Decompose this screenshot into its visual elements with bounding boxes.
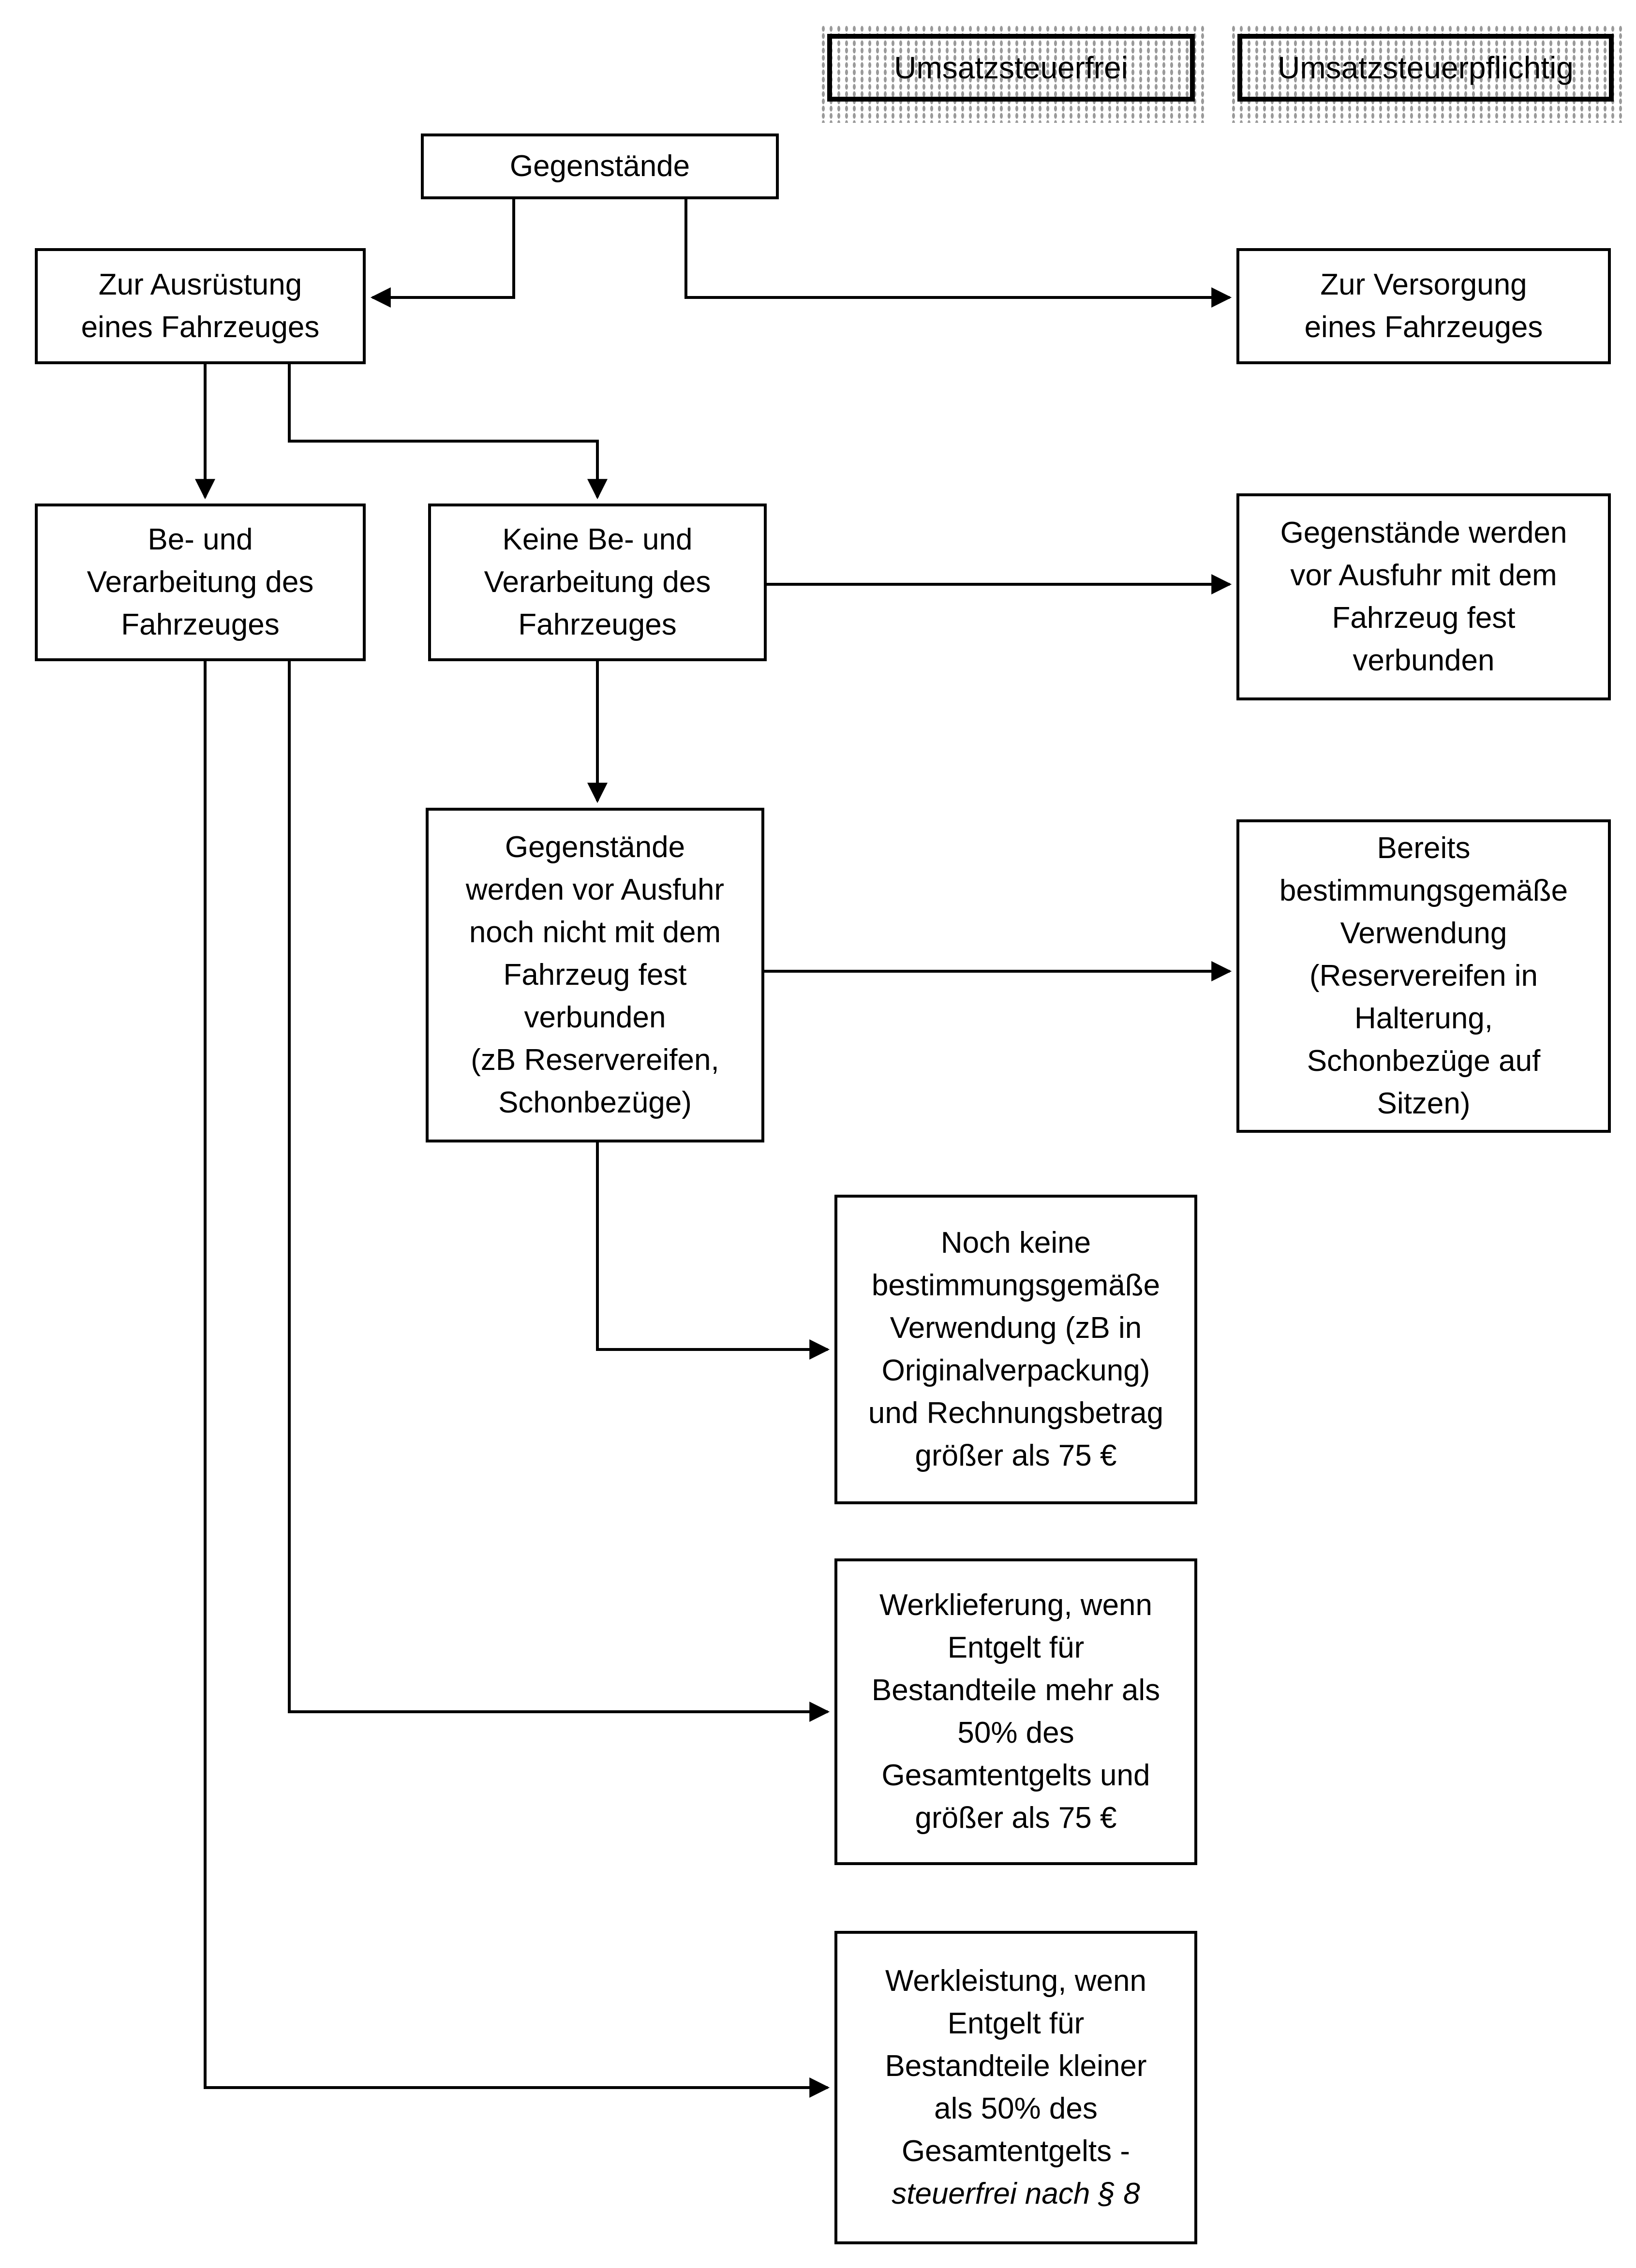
legend-umsatzsteuerpflichtig-label: Umsatzsteuerpflichtig	[1278, 50, 1574, 85]
node-be-und-verarbeitung-label: Be- und Verarbeitung des Fahrzeuges	[87, 523, 314, 641]
node-werklieferung-label: Werklieferung, wenn Entgelt für Bestandt…	[871, 1588, 1160, 1835]
node-noch-keine-verwendung: Noch keine bestimmungsgemäße Verwendung …	[834, 1195, 1197, 1504]
node-bereits-verwendung-label: Bereits bestimmungsgemäße Verwendung (Re…	[1279, 831, 1568, 1120]
node-keine-be-und-verarbeitung: Keine Be- und Verarbeitung des Fahrzeuge…	[428, 504, 767, 661]
connector-gegenstaende-zur-versorgung	[684, 199, 1232, 308]
node-keine-be-und-verarbeitung-label: Keine Be- und Verarbeitung des Fahrzeuge…	[484, 523, 711, 641]
node-gegenstaende: Gegenstände	[421, 133, 779, 199]
legend-frei-stipple-pattern	[819, 25, 1206, 123]
connector-noch-nicht-noch-keine-verwendung	[596, 1142, 830, 1360]
node-zur-ausruestung-label: Zur Ausrüstung eines Fahrzeuges	[81, 268, 320, 344]
node-noch-nicht-verbunden: Gegenstände werden vor Ausfuhr noch nich…	[426, 808, 764, 1142]
node-fest-verbunden: Gegenstände werden vor Ausfuhr mit dem F…	[1236, 493, 1611, 700]
legend-umsatzsteuerfrei: Umsatzsteuerfrei	[827, 34, 1195, 102]
legend-umsatzsteuerfrei-label: Umsatzsteuerfrei	[894, 50, 1128, 85]
node-zur-ausruestung: Zur Ausrüstung eines Fahrzeuges	[35, 248, 366, 364]
legend-umsatzsteuerpflichtig: Umsatzsteuerpflichtig	[1237, 34, 1614, 102]
node-be-und-verarbeitung: Be- und Verarbeitung des Fahrzeuges	[35, 504, 366, 661]
legend-pflichtig-stipple-pattern	[1230, 25, 1625, 123]
connector-zur-ausruestung-keine-be-und-verarbeitung	[288, 364, 608, 500]
node-noch-nicht-verbunden-label: Gegenstände werden vor Ausfuhr noch nich…	[465, 830, 725, 1119]
node-bereits-verwendung: Bereits bestimmungsgemäße Verwendung (Re…	[1236, 819, 1611, 1133]
node-fest-verbunden-label: Gegenstände werden vor Ausfuhr mit dem F…	[1280, 516, 1567, 677]
node-zur-versorgung-label: Zur Versorgung eines Fahrzeuges	[1304, 268, 1543, 344]
node-werkleistung-label: Werkleistung, wenn Entgelt für Bestandte…	[885, 1964, 1147, 2168]
node-werkleistung-italic-label: steuerfrei nach § 8	[892, 2177, 1140, 2210]
node-werklieferung: Werklieferung, wenn Entgelt für Bestandt…	[834, 1558, 1197, 1865]
node-gegenstaende-label: Gegenstände	[509, 149, 690, 183]
node-zur-versorgung: Zur Versorgung eines Fahrzeuges	[1236, 248, 1611, 364]
node-werkleistung: Werkleistung, wenn Entgelt für Bestandte…	[834, 1931, 1197, 2244]
connector-gegenstaende-zur-ausruestung	[370, 199, 515, 308]
node-noch-keine-verwendung-label: Noch keine bestimmungsgemäße Verwendung …	[868, 1226, 1164, 1472]
